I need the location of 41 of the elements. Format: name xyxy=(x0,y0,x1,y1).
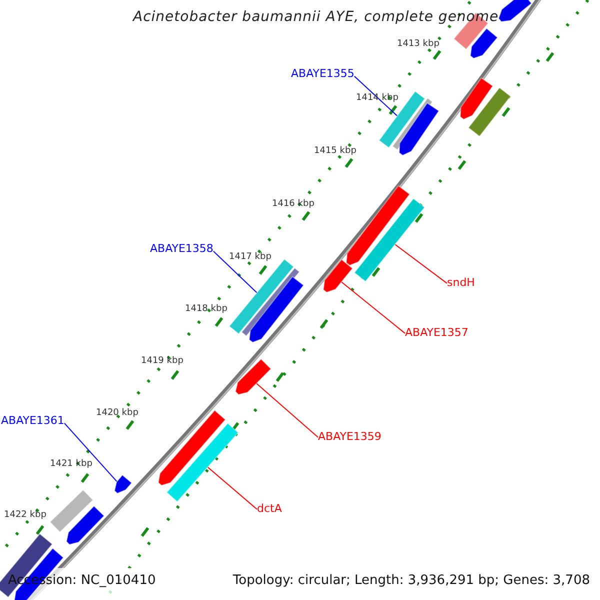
scale-label: 1414 kbp xyxy=(356,93,398,104)
scale-label: 1416 kbp xyxy=(272,199,314,210)
gene-feature xyxy=(248,276,304,343)
gene-feature xyxy=(234,358,272,396)
leader-line xyxy=(340,281,406,334)
gene-label: ABAYE1361 xyxy=(1,414,64,428)
gene-feature xyxy=(468,87,512,137)
leader-line xyxy=(394,244,448,284)
leader-line xyxy=(256,382,318,438)
scale-label: 1418 kbp xyxy=(185,304,228,315)
gene-feature xyxy=(114,474,132,494)
gene-feature xyxy=(166,422,239,502)
gene-feature xyxy=(398,102,440,156)
scale-label: 1417 kbp xyxy=(229,252,272,263)
gene-label: dctA xyxy=(257,502,282,516)
gene-feature xyxy=(498,0,532,22)
leader-line xyxy=(207,466,258,510)
gene-feature xyxy=(49,489,94,533)
gene-label: ABAYE1359 xyxy=(318,430,382,444)
leader-line xyxy=(354,76,398,116)
scale-label: 1413 kbp xyxy=(397,39,440,50)
scale-label: 1422 kbp xyxy=(4,510,46,521)
scale-label: 1415 kbp xyxy=(314,146,356,157)
gene-feature xyxy=(470,28,498,59)
gene-feature xyxy=(346,185,410,266)
gene-feature xyxy=(322,258,354,293)
gene-feature xyxy=(66,505,105,546)
gene-label: sndH xyxy=(447,276,475,290)
gene-feature xyxy=(460,77,494,120)
gene-feature xyxy=(378,90,426,148)
gene-label: ABAYE1355 xyxy=(291,67,354,80)
scale-label: 1421 kbp xyxy=(50,459,92,470)
gene-feature xyxy=(158,410,226,486)
gene-feature xyxy=(354,198,426,282)
gene-label: ABAYE1358 xyxy=(150,242,214,256)
genome-summary-text: Topology: circular; Length: 3,936,291 bp; Genes: 3,708 xyxy=(232,573,590,589)
leader-line xyxy=(212,250,258,294)
leader-line xyxy=(64,422,118,482)
scale-label: 1419 kbp xyxy=(141,356,184,367)
gene-label: ABAYE1357 xyxy=(405,326,468,340)
scale-label: 1420 kbp xyxy=(96,408,138,419)
